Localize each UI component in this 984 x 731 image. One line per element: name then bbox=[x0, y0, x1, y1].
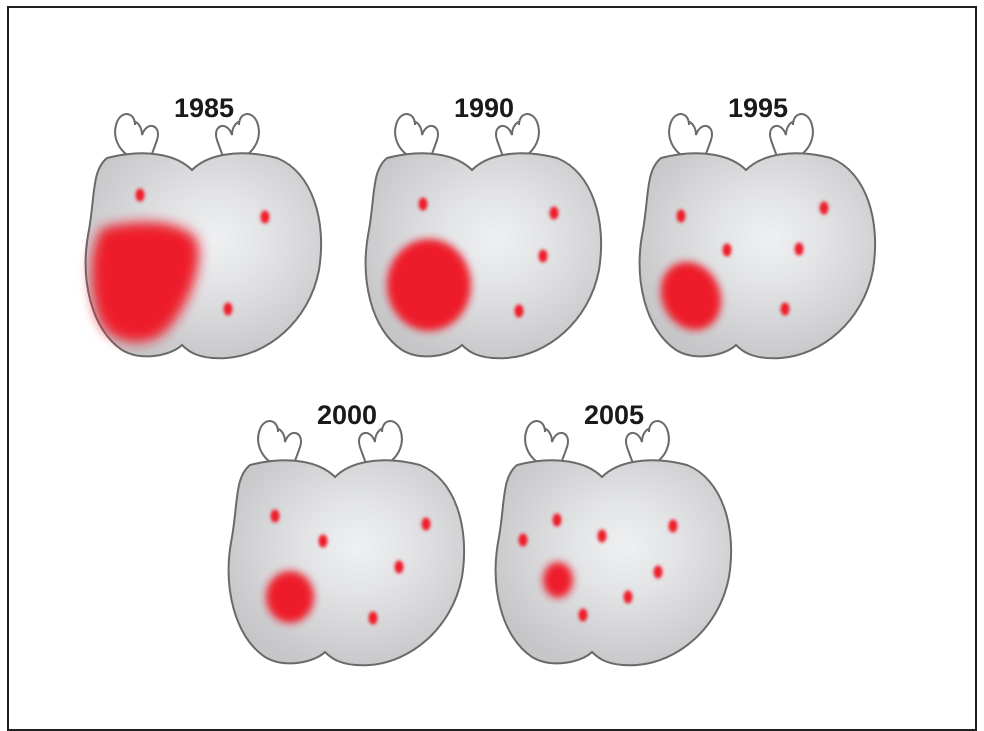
loops-icon bbox=[257, 420, 403, 480]
panel-2005: 2005 bbox=[494, 400, 733, 667]
small-spot bbox=[549, 206, 559, 220]
small-spot bbox=[653, 565, 663, 579]
large-spot bbox=[543, 562, 573, 598]
spots bbox=[91, 188, 270, 343]
figure-frame bbox=[7, 6, 977, 731]
small-spot bbox=[518, 533, 528, 547]
small-spot bbox=[418, 197, 428, 211]
small-spot bbox=[819, 201, 829, 215]
panel-1995: 1995 bbox=[638, 93, 877, 360]
spots bbox=[387, 197, 559, 331]
small-spot bbox=[552, 513, 562, 527]
small-spot bbox=[318, 534, 328, 548]
panel-1985: 1985 bbox=[84, 93, 323, 360]
year-label: 1985 bbox=[174, 93, 234, 123]
small-spot bbox=[135, 188, 145, 202]
small-spot bbox=[514, 304, 524, 318]
small-spot bbox=[668, 519, 678, 533]
small-spot bbox=[578, 608, 588, 622]
year-label: 2005 bbox=[584, 400, 644, 430]
small-spot bbox=[368, 611, 378, 625]
small-spot bbox=[623, 590, 633, 604]
small-spot bbox=[223, 302, 233, 316]
small-spot bbox=[722, 243, 732, 257]
small-spot bbox=[597, 529, 607, 543]
small-spot bbox=[794, 242, 804, 256]
large-spot bbox=[387, 239, 471, 331]
small-spot bbox=[260, 210, 270, 224]
organ-body bbox=[494, 459, 733, 667]
panel-1990: 1990 bbox=[364, 93, 603, 360]
small-spot bbox=[538, 249, 548, 263]
spots bbox=[266, 509, 431, 625]
large-spot bbox=[266, 571, 314, 623]
large-spot bbox=[660, 261, 722, 331]
small-spot bbox=[676, 209, 686, 223]
large-spot bbox=[91, 222, 199, 343]
small-spot bbox=[421, 517, 431, 531]
small-spot bbox=[270, 509, 280, 523]
year-label: 1990 bbox=[454, 93, 514, 123]
spots bbox=[660, 201, 829, 331]
organ-body bbox=[227, 459, 466, 667]
small-spot bbox=[394, 560, 404, 574]
spots bbox=[518, 513, 678, 622]
organ-body bbox=[638, 152, 877, 360]
year-label: 2000 bbox=[317, 400, 377, 430]
panel-2000: 2000 bbox=[227, 400, 466, 667]
small-spot bbox=[780, 302, 790, 316]
year-label: 1995 bbox=[728, 93, 788, 123]
